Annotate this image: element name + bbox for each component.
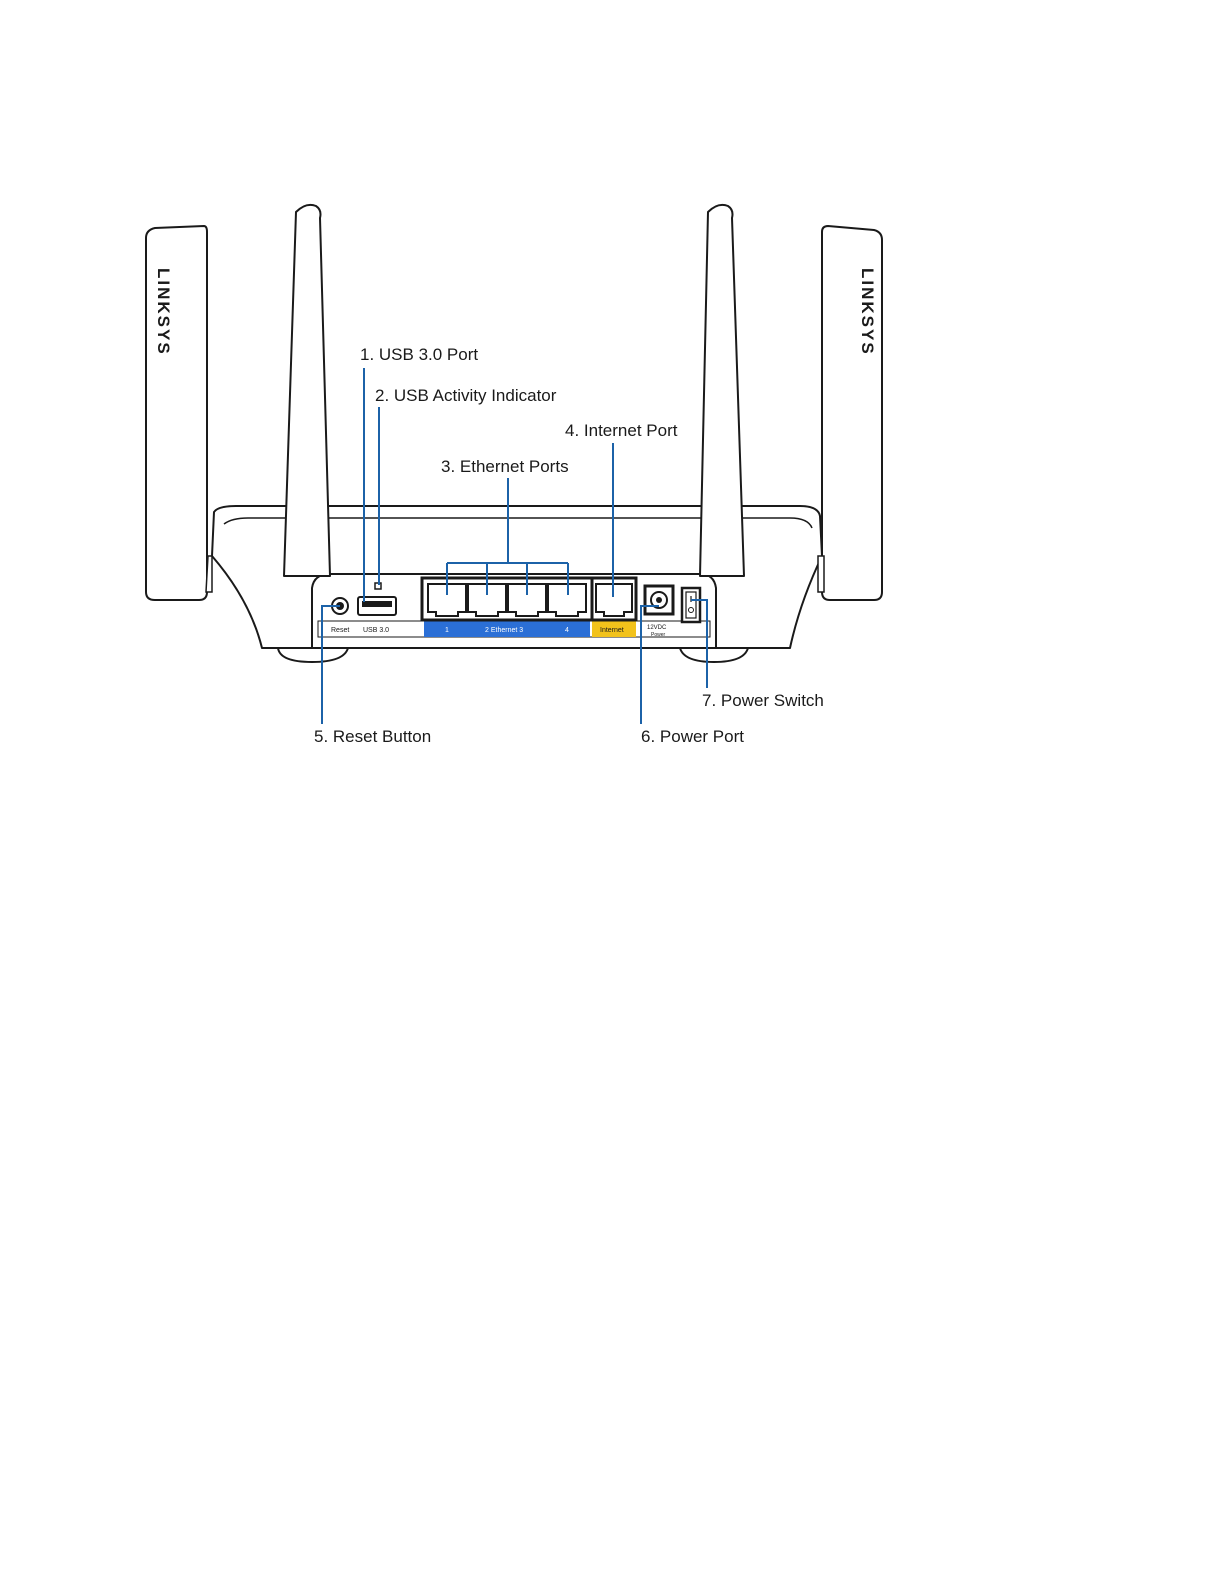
power-volts-label: 12VDC [647, 625, 667, 631]
callout-reset-button: 5. Reset Button [314, 727, 431, 746]
internet-port-label: Internet [600, 627, 624, 634]
ethernet-4-label: 4 [565, 627, 569, 634]
right-side-panel: LINKSYS [822, 226, 882, 600]
router-feet [278, 648, 748, 662]
power-word-label: Power [651, 632, 666, 638]
callout-internet-port: 4. Internet Port [565, 421, 678, 440]
right-antenna [700, 205, 744, 576]
right-panel-logo: LINKSYS [858, 268, 877, 356]
left-panel-logo: LINKSYS [154, 268, 173, 356]
callout-power-switch: 7. Power Switch [702, 691, 824, 710]
usb-port-label: USB 3.0 [363, 627, 389, 634]
left-side-panel: LINKSYS [146, 226, 207, 600]
left-antenna [284, 205, 330, 576]
ethernet-1-label: 1 [445, 627, 449, 634]
power-port [645, 586, 673, 614]
power-switch [682, 588, 700, 622]
callout-ethernet-ports: 3. Ethernet Ports [441, 457, 569, 476]
callout-usb-port: 1. USB 3.0 Port [360, 345, 478, 364]
callout-power-port: 6. Power Port [641, 727, 744, 746]
reset-port-label: Reset [331, 627, 349, 634]
callout-usb-activity-indicator: 2. USB Activity Indicator [375, 386, 557, 405]
port-label-strip: Reset USB 3.0 1 2 Ethernet 3 4 Internet … [318, 621, 710, 638]
ethernet-middle-label: 2 Ethernet 3 [485, 627, 523, 634]
